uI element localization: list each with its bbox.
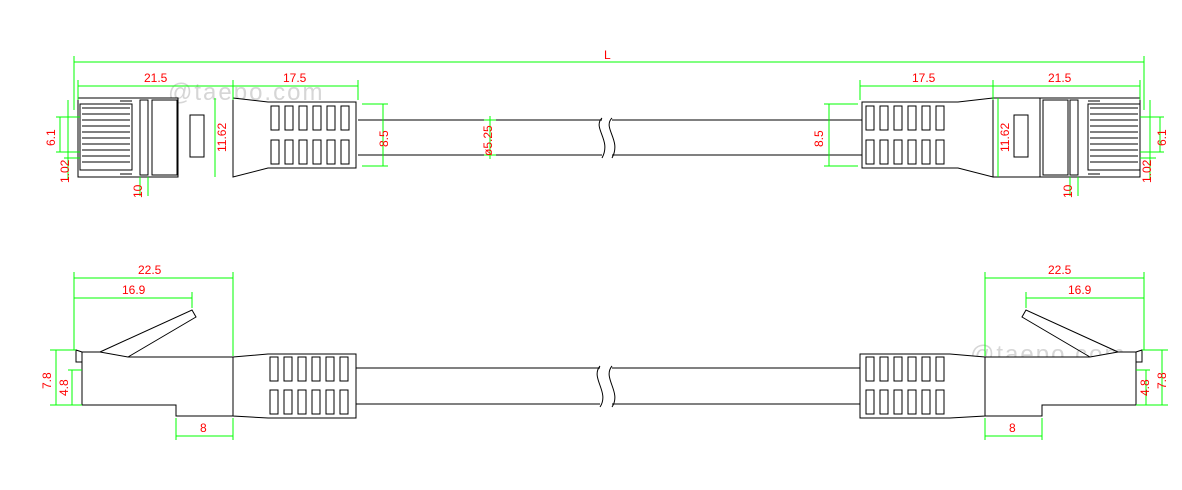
- label-left-contact-width: 6.1: [44, 129, 58, 146]
- label-left-boot-end-width: 8.5: [377, 130, 391, 147]
- side-dimensions: [50, 272, 1168, 440]
- label-right-boot-length: 17.5: [912, 71, 936, 85]
- label-left-plug-length: 21.5: [144, 71, 168, 85]
- side-labels: 22.5 16.9 7.8 4.8 8 22.5 16.9 7.8 4.8 8: [40, 263, 1169, 435]
- side-view: 22.5 16.9 7.8 4.8 8 22.5 16.9 7.8 4.8 8: [40, 263, 1169, 440]
- label-right-plug-height: 7.8: [1155, 372, 1169, 389]
- top-right-boot: [861, 97, 994, 178]
- label-left-body-height: 4.8: [57, 379, 71, 396]
- label-right-plug-width: 11.62: [998, 123, 1012, 152]
- label-right-latch-width: 10: [1061, 184, 1075, 198]
- label-left-latch-length: 16.9: [122, 283, 146, 297]
- label-right-latch-length: 16.9: [1068, 283, 1092, 297]
- label-left-boot-length: 17.5: [283, 71, 307, 85]
- label-left-plug-width: 11.62: [215, 123, 229, 152]
- side-left-boot: [232, 353, 357, 419]
- side-right-plug: [984, 309, 1143, 417]
- top-view: L 21.5 17.5 17.5 21.5 11.62 11.62 8.5 8.…: [44, 48, 1169, 198]
- label-left-latch-width: 10: [131, 184, 145, 198]
- label-left-contact-offset: 1.02: [58, 159, 72, 183]
- top-dimensions: [56, 56, 1164, 196]
- label-left-tab-length: 8: [200, 421, 207, 435]
- label-right-contact-offset: 1.02: [1140, 159, 1154, 183]
- label-right-side-plug-length: 22.5: [1048, 263, 1072, 277]
- top-cable: [358, 117, 862, 159]
- label-right-tab-length: 8: [1009, 421, 1016, 435]
- label-right-plug-length: 21.5: [1048, 71, 1072, 85]
- side-left-plug: [75, 309, 234, 417]
- label-right-body-height: 4.8: [1138, 379, 1152, 396]
- top-left-plug: [77, 97, 205, 178]
- side-cable: [356, 365, 860, 408]
- label-overall-length: L: [604, 48, 611, 62]
- label-right-boot-end-width: 8.5: [812, 130, 826, 147]
- top-right-plug: [992, 97, 1141, 178]
- label-right-contact-width: 6.1: [1155, 129, 1169, 146]
- side-right-boot: [859, 353, 986, 419]
- top-left-boot: [232, 97, 357, 178]
- label-cable-diameter: ø5.25: [481, 125, 495, 156]
- label-left-plug-height: 7.8: [40, 372, 54, 389]
- label-left-side-plug-length: 22.5: [138, 263, 162, 277]
- top-labels: L 21.5 17.5 17.5 21.5 11.62 11.62 8.5 8.…: [44, 48, 1169, 198]
